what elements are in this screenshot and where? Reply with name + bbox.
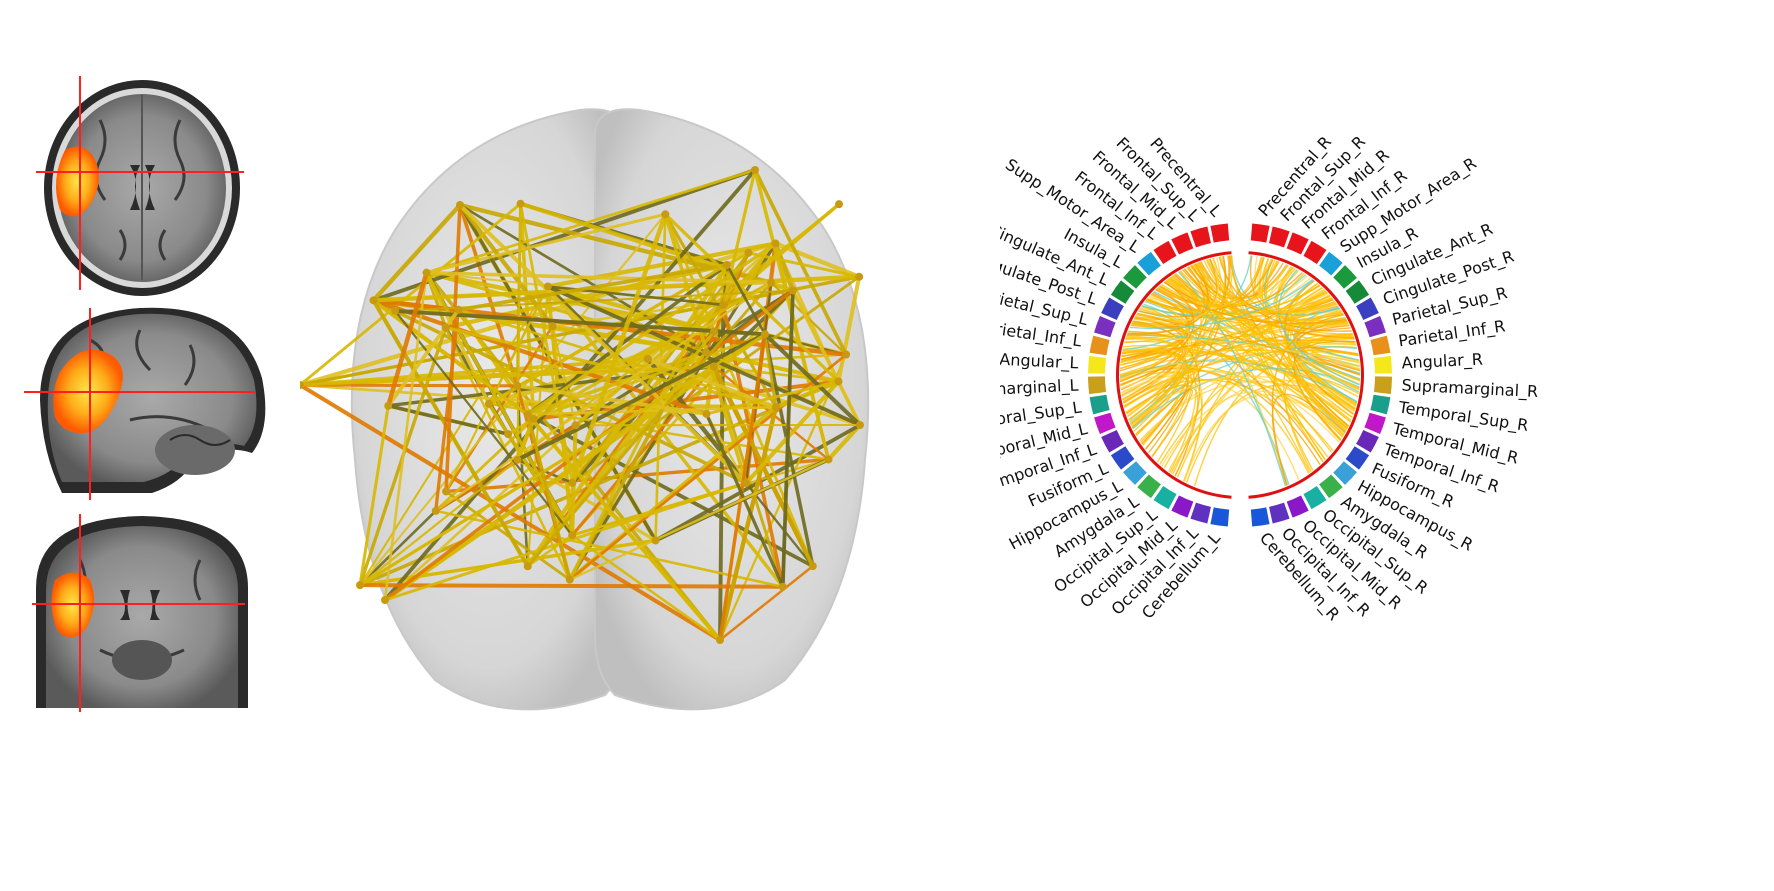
network-node [356,581,364,589]
network-node [456,201,464,209]
network-node [369,296,377,304]
chord-segment-right [1287,232,1309,254]
network-node [710,327,718,335]
network-node [381,596,389,604]
network-node [702,348,710,356]
chord-segment-right [1356,430,1379,453]
chord-label-right: Angular_R [1401,350,1483,374]
mri-slices-panel [0,0,300,887]
network-node [644,355,652,363]
sagittal-slice [24,308,265,500]
network-node [572,421,580,429]
network-node [391,307,399,315]
chord-segment-left [1088,376,1106,394]
network-node [423,269,431,277]
chord-segment-right [1251,223,1270,242]
network-node [767,279,775,287]
network-node [835,200,843,208]
chord-segment-left [1088,356,1106,374]
chord-segment-left [1094,316,1116,337]
network-node [524,562,532,570]
network-edge [300,385,517,386]
chord-label-right: Supramarginal_R [1401,376,1538,402]
chord-segment-right [1269,227,1290,248]
chord-segment-right [1374,376,1392,394]
chord-segment-right [1370,336,1390,356]
chord-segment-left [1190,227,1211,248]
network-node [772,403,780,411]
network-node [530,415,538,423]
brain-network-panel [300,0,1020,887]
network-node [751,166,759,174]
chord-label-left: Angular_L [1000,350,1079,374]
chord-segment-right [1370,395,1390,415]
chord-segment-right [1356,297,1379,320]
network-node [517,200,525,208]
coronal-slice [32,514,248,712]
chord-segment-left [1101,430,1124,453]
chord-segment-left [1171,495,1193,517]
chord-segment-left [1171,232,1193,254]
network-node [652,536,660,544]
network-node [723,261,731,269]
network-node [442,324,450,332]
axial-slice [36,76,245,296]
network-node [566,576,574,584]
network-node [513,382,521,390]
chord-label-left: Supramarginal_L [1000,376,1079,402]
network-node [568,531,576,539]
network-node [442,487,450,495]
network-node [824,455,832,463]
chord-segment-right [1269,503,1290,524]
chord-segment-left [1101,297,1124,320]
chord-segment-left [1094,413,1116,434]
network-node [504,430,512,438]
network-node [568,479,576,487]
network-node [432,507,440,515]
network-node [789,286,797,294]
chord-segment-left [1090,336,1110,356]
network-node [834,377,842,385]
chord-segment-left [1210,507,1229,526]
network-node [702,410,710,418]
network-node [544,282,552,290]
network-node [455,306,463,314]
chord-segment-right [1251,507,1270,526]
chord-segment-left [1210,223,1229,242]
mri-slices-svg [0,0,300,887]
network-node [742,479,750,487]
brain-network-svg [300,0,1020,887]
chord-segment-right [1287,495,1309,517]
chord-segment-left [1190,503,1211,524]
network-node [384,402,392,410]
chord-links [1120,255,1360,486]
network-node [710,363,718,371]
network-node [513,456,521,464]
network-node [855,273,863,281]
chord-segment-left [1090,395,1110,415]
network-node [549,322,557,330]
network-node [779,583,787,591]
network-node [856,421,864,429]
network-node [809,562,817,570]
network-node [716,636,724,644]
network-node [744,249,752,257]
network-node [761,330,769,338]
network-node [485,400,493,408]
chord-segment-right [1364,413,1386,434]
network-node [771,239,779,247]
chord-segment-right [1364,316,1386,337]
network-node [661,210,669,218]
network-node [842,351,850,359]
chord-segment-right [1374,356,1392,374]
network-node [719,301,727,309]
